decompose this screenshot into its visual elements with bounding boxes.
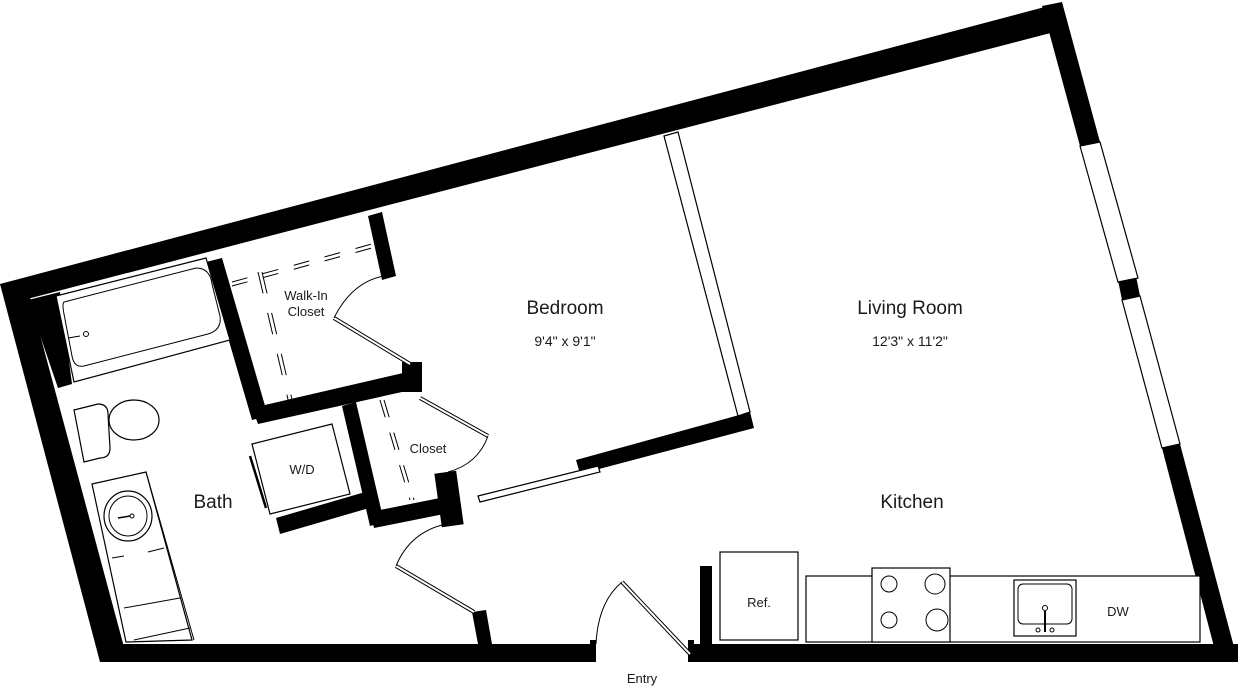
living-room-label: Living Room: [857, 298, 963, 319]
window-pier: [1118, 276, 1140, 300]
bottom-exterior-wall-left: [100, 644, 594, 662]
bath-door-jamb: [472, 610, 492, 644]
entry-door-swing: [595, 581, 623, 645]
closet-right-jamb: [434, 470, 464, 528]
closet-bottom-wall: [370, 498, 444, 528]
bath-door-swing: [395, 523, 447, 567]
closet-door-swing: [447, 435, 489, 473]
washer-dryer-label: W/D: [289, 462, 314, 477]
refrigerator-label: Ref.: [747, 595, 771, 610]
wd-bottom-wall: [276, 490, 376, 534]
refrigerator: [719, 551, 799, 641]
room-labels: Bedroom 9'4" x 9'1" Living Room 12'3" x …: [193, 288, 1129, 686]
walk-in-closet-left-wall: [206, 258, 268, 420]
washer-dryer: [248, 423, 351, 515]
toilet-tank: [73, 403, 111, 463]
bath-fixtures: [55, 257, 231, 643]
left-exterior-wall: [0, 284, 128, 662]
entry-label: Entry: [627, 671, 658, 686]
right-exterior-wall-lower: [1162, 444, 1238, 662]
tub-drain: [83, 331, 89, 337]
kitchen-end-wall: [700, 566, 712, 646]
door-jamb: [402, 362, 422, 392]
walk-in-closet-right-stub: [368, 212, 396, 280]
closet-left-wall: [342, 402, 384, 526]
living-room-dimensions: 12'3" x 11'2": [872, 333, 948, 349]
kitchen-counter: [805, 575, 1201, 643]
closet-label: Closet: [410, 441, 447, 456]
right-exterior-wall-upper: [1042, 2, 1100, 146]
bathtub-basin: [62, 267, 221, 367]
kitchen-label: Kitchen: [880, 492, 943, 513]
entry-jamb-left: [590, 640, 596, 662]
dishwasher-label: DW: [1107, 604, 1129, 619]
exterior-walls: [0, 2, 1238, 662]
bedroom-dimensions: 9'4" x 9'1": [534, 333, 595, 349]
burner: [925, 608, 949, 632]
washer-dryer-unit: [251, 423, 351, 515]
bath-label: Bath: [193, 492, 232, 513]
range: [871, 567, 951, 643]
walk-in-closet-door-swing: [333, 275, 385, 319]
window-upper: [1079, 141, 1139, 283]
toilet-bowl: [108, 399, 160, 441]
bedroom-label: Bedroom: [526, 298, 603, 319]
walk-in-closet-label-line1: Walk-In: [284, 288, 328, 303]
bedroom-living-partition: [663, 131, 751, 417]
burner: [880, 575, 898, 593]
windows: [1079, 141, 1181, 449]
burner: [880, 611, 898, 629]
bathtub: [55, 257, 231, 383]
walk-in-closet-shelving: [231, 243, 373, 409]
walk-in-closet-label-line2: Closet: [288, 304, 325, 319]
burner: [924, 573, 946, 595]
closet-shelving: [379, 399, 415, 501]
sliding-door[interactable]: [477, 465, 601, 503]
kitchen-fixtures: [719, 551, 1201, 643]
bottom-exterior-wall-right: [690, 644, 1238, 662]
entry-jamb-right: [688, 640, 694, 662]
bedroom-bottom-wall: [576, 412, 754, 474]
walk-in-closet-bottom-wall: [252, 370, 420, 424]
top-exterior-wall: [0, 4, 1062, 304]
window-lower: [1121, 295, 1181, 449]
doors: [332, 275, 692, 656]
